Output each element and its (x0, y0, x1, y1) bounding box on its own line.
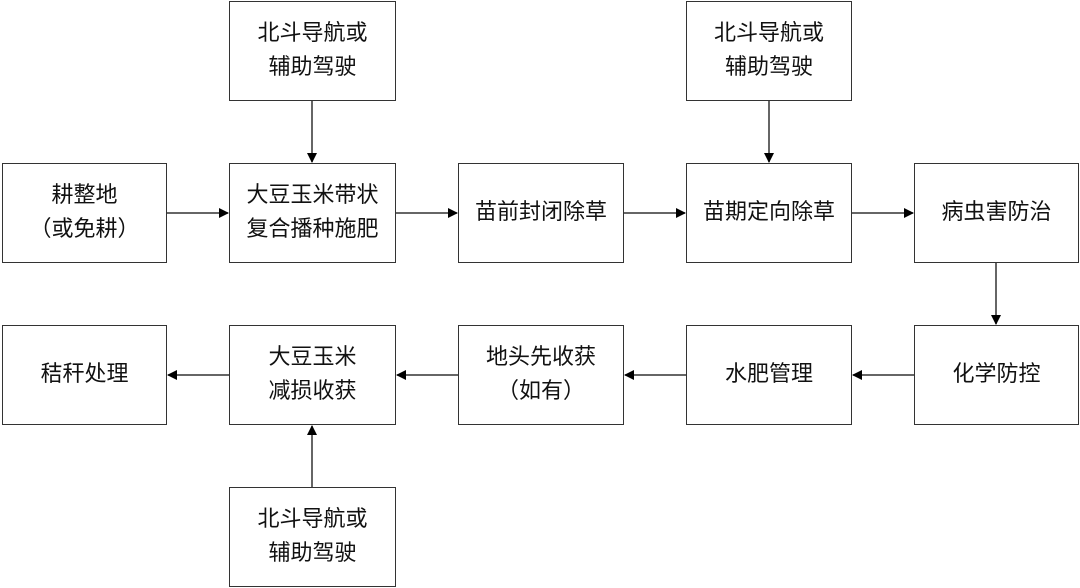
box-chemical-control-content: 化学防控 (952, 358, 1040, 392)
box-post-emergence-weeding-content: 苗期定向除草 (703, 196, 835, 230)
box-headland-harvest: 地头先收获 （如有） (458, 325, 624, 425)
box-beidou-bottom-content: 北斗导航或 辅助驾驶 (257, 503, 367, 571)
box-headland-harvest-line-2: （如有） (496, 379, 585, 404)
box-beidou-bottom: 北斗导航或 辅助驾驶 (229, 487, 396, 587)
box-post-emergence-weeding: 苗期定向除草 (686, 163, 852, 263)
box-post-emergence-weeding-line-1: 苗期定向除草 (702, 200, 835, 225)
box-harvest: 大豆玉米 减损收获 (229, 325, 396, 425)
box-tillage-content: 耕整地 （或免耕） (29, 179, 139, 247)
box-harvest-line-2: 减损收获 (268, 379, 357, 404)
box-beidou-top-right: 北斗导航或 辅助驾驶 (686, 1, 852, 101)
box-water-fertilizer-content: 水肥管理 (725, 358, 813, 392)
box-straw-line-1: 秸秆处理 (40, 362, 129, 387)
box-straw: 秸秆处理 (2, 325, 167, 425)
box-water-fertilizer-line-1: 水肥管理 (724, 362, 813, 387)
box-pest-control-content: 病虫害防治 (941, 196, 1051, 230)
box-chemical-control: 化学防控 (914, 325, 1079, 425)
box-pest-control-line-1: 病虫害防治 (941, 200, 1052, 225)
box-chemical-control-line-1: 化学防控 (952, 362, 1041, 387)
box-beidou-bottom-line-1: 北斗导航或 (257, 507, 368, 532)
box-pre-emergence-weeding: 苗前封闭除草 (458, 163, 624, 263)
box-beidou-top-left-line-1: 北斗导航或 (257, 21, 368, 46)
box-beidou-top-right-line-1: 北斗导航或 (713, 21, 824, 46)
box-harvest-line-1: 大豆玉米 (268, 345, 357, 370)
box-tillage: 耕整地 （或免耕） (2, 163, 167, 263)
box-beidou-top-right-content: 北斗导航或 辅助驾驶 (714, 17, 824, 85)
box-sowing-line-2: 复合播种施肥 (246, 217, 379, 242)
box-water-fertilizer: 水肥管理 (686, 325, 852, 425)
box-tillage-line-2: （或免耕） (29, 217, 140, 242)
box-beidou-top-left-content: 北斗导航或 辅助驾驶 (257, 17, 367, 85)
box-sowing-line-1: 大豆玉米带状 (246, 183, 379, 208)
box-headland-harvest-line-1: 地头先收获 (485, 345, 596, 370)
box-beidou-top-left: 北斗导航或 辅助驾驶 (229, 1, 396, 101)
box-sowing: 大豆玉米带状 复合播种施肥 (229, 163, 396, 263)
box-harvest-content: 大豆玉米 减损收获 (268, 341, 356, 409)
box-pre-emergence-weeding-content: 苗前封闭除草 (475, 196, 607, 230)
box-beidou-top-left-line-2: 辅助驾驶 (268, 55, 357, 80)
box-beidou-top-right-line-2: 辅助驾驶 (724, 55, 813, 80)
box-pest-control: 病虫害防治 (914, 163, 1079, 263)
box-tillage-line-1: 耕整地 (51, 183, 118, 208)
box-headland-harvest-content: 地头先收获 （如有） (486, 341, 596, 409)
box-straw-content: 秸秆处理 (40, 358, 128, 392)
box-beidou-bottom-line-2: 辅助驾驶 (268, 541, 357, 566)
box-sowing-content: 大豆玉米带状 复合播种施肥 (246, 179, 378, 247)
box-pre-emergence-weeding-line-1: 苗前封闭除草 (474, 200, 607, 225)
